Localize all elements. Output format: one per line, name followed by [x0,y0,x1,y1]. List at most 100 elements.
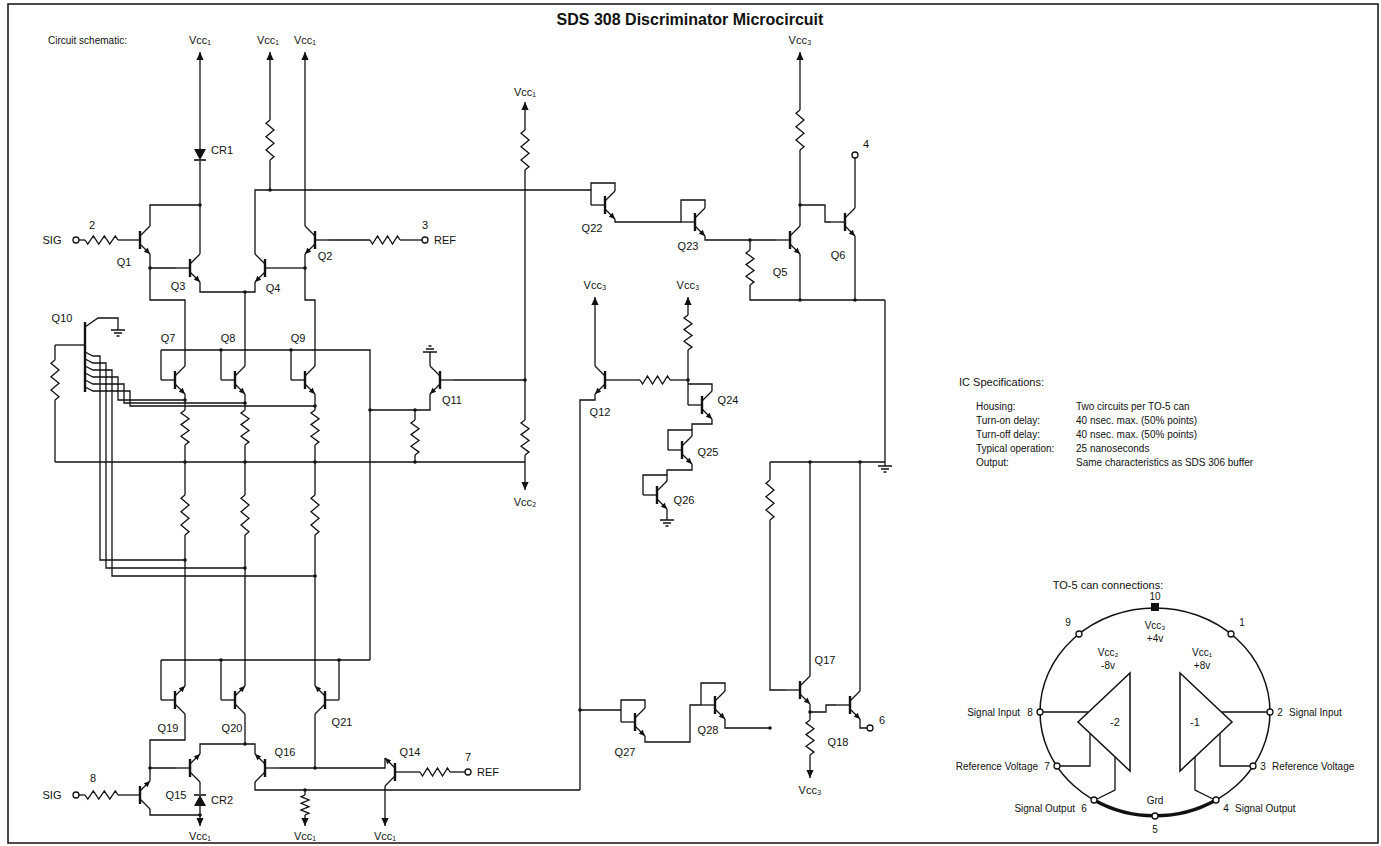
schematic-label: Q4 [265,282,282,294]
wire [190,772,200,782]
schematic-label: CR2 [210,794,234,806]
wire [305,244,315,254]
wire [615,219,681,222]
terminal-pin [465,769,471,775]
amplifier-triangle: -1 [1180,673,1232,771]
junction-dot [303,266,307,270]
wire [688,384,712,391]
arrow-head [301,818,308,826]
schematic-label: Vcc₁ [373,830,397,842]
schematic-label: Q18 [827,736,850,748]
arrow-head [430,388,436,394]
schematic-label: +8v [1193,660,1211,671]
terminal-pin [1213,797,1219,803]
arrow-head [255,754,261,760]
wire [657,481,667,491]
wire [85,352,185,560]
schematic-label: 8 [89,772,97,784]
schematic-label: IC Specifications: [958,376,1045,388]
schematic-label: Vcc₁ [188,34,212,46]
wire [715,691,725,701]
diode-symbol [194,795,206,806]
arrow-head [144,781,150,787]
wire [140,781,150,791]
wire [800,676,810,686]
schematic-label: Vcc₃ [583,279,608,291]
arrow-head [804,698,810,704]
wire [265,767,279,768]
wire [645,705,701,742]
arrow-head [381,818,388,826]
schematic-label: Q14 [399,746,422,758]
resistor-symbol [746,250,754,285]
junction-dot [808,460,812,464]
schematic-label: REF [433,234,457,246]
schematic-label: 3 [421,219,429,231]
junction-dot [303,788,307,792]
wire [305,226,315,236]
arrow-head [266,52,273,60]
wire [235,384,245,394]
wire [854,236,855,300]
wire [150,714,185,768]
wire [329,239,370,240]
schematic-label: Q1 [116,256,133,268]
wire [715,709,725,719]
wire [524,170,525,420]
wire [255,160,270,254]
triangle-shape [1180,673,1232,771]
resistor-symbol [266,120,274,160]
wire [668,430,692,450]
wire [430,384,440,394]
schematic-label: 5 [1151,824,1159,835]
wire [594,297,595,366]
wire [161,379,175,380]
junction-dot [798,298,802,302]
schematic-label: Output: [975,457,1010,468]
wire [314,445,315,495]
schematic-label: 25 nanoseconds [1075,443,1150,454]
schematic-label: 1 [1238,617,1246,628]
wire [150,254,176,268]
wire [118,794,126,795]
schematic-label: Circuit schematic: [47,35,128,46]
arrow-head [686,458,692,464]
junction-dot [858,460,862,464]
junction-dot [748,238,752,242]
schematic-label: Q23 [677,240,700,252]
schematic-label: Vcc₂ [1097,647,1120,658]
wire [85,318,118,330]
junction-dot [337,658,341,662]
wire [440,379,454,380]
arrow-head [194,276,200,282]
junction-dot [243,742,247,746]
schematic-label: Signal Input [966,707,1021,718]
schematic-label: CR1 [210,144,234,156]
junction-dot [578,708,582,712]
wire [725,719,770,728]
schematic-label: Vcc₁ [293,830,317,842]
schematic-label: 9 [1064,617,1072,628]
junction-dot [768,726,772,730]
schematic-label: TO-5 can connections: [1052,579,1164,591]
wire [580,709,621,710]
wire [184,394,185,410]
wire [884,300,885,462]
wire [85,373,185,400]
wire [695,226,705,236]
resistor-symbol [766,480,774,520]
schematic-label: Typical operation: [975,443,1055,454]
arrow-head [806,770,813,778]
wire [409,771,420,772]
schematic-label: Q10 [51,312,74,324]
wire [325,699,339,700]
wire [524,455,525,462]
arrow-head [194,754,200,760]
wire [687,350,688,405]
wire [184,535,185,686]
wire [118,239,126,240]
wire [244,535,245,686]
wire [221,379,235,380]
amplifier-triangle: -2 [1078,673,1130,771]
schematic-label: Q9 [290,332,307,344]
